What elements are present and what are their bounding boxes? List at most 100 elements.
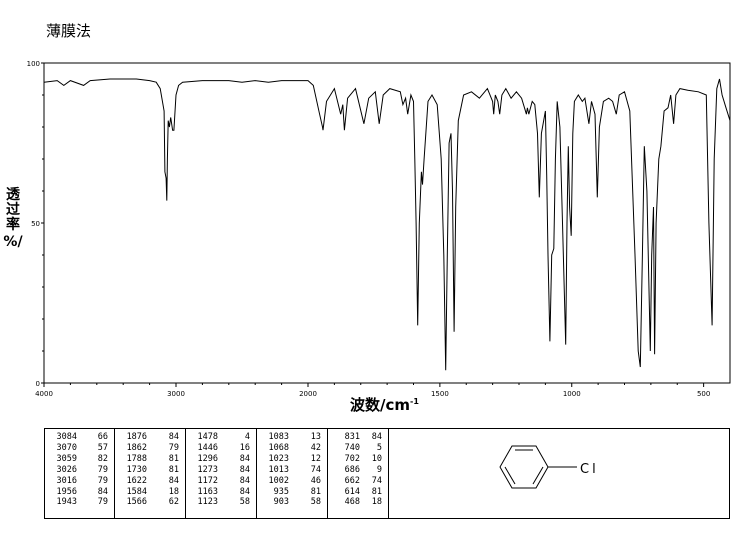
peak-transmittance: 18 — [371, 497, 382, 508]
peak-wavenumber: 702 — [344, 453, 360, 464]
peak-transmittance: 81 — [371, 486, 382, 497]
peak-wavenumber: 1273 — [197, 464, 219, 475]
y-axis-label-char: 透 — [6, 187, 20, 203]
x-axis-label-superscript: -1 — [410, 397, 419, 406]
peak-wavenumber: 903 — [273, 497, 290, 508]
x-tick-label: 500 — [697, 390, 710, 398]
peak-wavenumber: 1123 — [197, 497, 219, 508]
peak-transmittance: 58 — [310, 497, 321, 508]
peak-wavenumber: 3070 — [56, 442, 77, 453]
peak-wavenumber: 1956 — [56, 486, 77, 497]
peak-transmittance: 81 — [168, 453, 180, 464]
peak-wavenumber: 1862 — [126, 442, 148, 453]
peak-table-row: 1788 81 — [119, 454, 183, 465]
peak-transmittance: 13 — [310, 432, 321, 442]
peak-transmittance: 4 — [244, 432, 251, 442]
peak-wavenumber: 1013 — [268, 464, 290, 475]
peak-transmittance: 82 — [97, 453, 109, 464]
peak-table-row: 3059 82 — [49, 454, 112, 465]
peak-wavenumber: 1943 — [56, 497, 77, 508]
peak-transmittance: 84 — [239, 475, 251, 486]
y-axis-label-unit: %/ — [3, 234, 23, 250]
peak-table-row: 1862 79 — [119, 443, 183, 454]
x-tick-label: 4000 — [35, 390, 53, 398]
peak-transmittance: 84 — [371, 432, 382, 442]
x-axis-label: 波数/cm-1 — [350, 394, 419, 415]
peak-table-row: 1023 12 — [261, 454, 325, 465]
peak-transmittance: 81 — [168, 464, 180, 475]
peak-transmittance: 58 — [239, 497, 251, 508]
peak-transmittance: 79 — [97, 475, 109, 486]
y-tick-label: 100 — [27, 60, 40, 68]
peak-wavenumber: 3026 — [56, 464, 77, 475]
chlorine-label: Cl — [580, 462, 599, 477]
peak-wavenumber: 1172 — [197, 475, 219, 486]
peak-table-row: 1876 84 — [119, 432, 183, 443]
peak-transmittance: 74 — [371, 475, 382, 486]
peak-wavenumber: 1446 — [197, 442, 219, 453]
peak-transmittance: 84 — [239, 453, 251, 464]
x-tick-label: 3000 — [167, 390, 185, 398]
peak-table-row: 468 18 — [332, 497, 386, 508]
peak-wavenumber: 1002 — [268, 475, 290, 486]
peak-table-row: 903 58 — [261, 497, 325, 508]
peak-table-row: 702 10 — [332, 454, 386, 465]
aromatic-inner-bond — [504, 466, 516, 485]
peak-table-row: 1566 62 — [119, 497, 183, 508]
page-title: 薄膜法 — [46, 22, 92, 40]
peak-wavenumber: 1068 — [268, 442, 290, 453]
peak-transmittance: 66 — [97, 432, 109, 442]
peak-wavenumber: 1083 — [268, 432, 290, 442]
peak-wavenumber: 662 — [344, 475, 360, 486]
peak-table-row: 1730 81 — [119, 465, 183, 476]
x-axis-label-text: 波数/cm — [350, 396, 411, 414]
peak-table-row: 1943 79 — [49, 497, 112, 508]
peak-wavenumber: 1876 — [126, 432, 148, 442]
chlorobenzene-structure: Cl — [499, 445, 599, 489]
peak-transmittance: 5 — [376, 442, 382, 453]
peak-wavenumber: 831 — [344, 432, 360, 442]
peak-transmittance: 81 — [310, 486, 321, 497]
peak-transmittance: 10 — [371, 453, 382, 464]
peak-table-row: 662 74 — [332, 476, 386, 487]
peak-transmittance: 84 — [168, 432, 180, 442]
peak-wavenumber: 468 — [344, 497, 360, 508]
peak-transmittance: 62 — [168, 497, 180, 508]
peak-wavenumber: 1566 — [126, 497, 148, 508]
peak-wavenumber: 1788 — [126, 453, 148, 464]
y-tick-label: 50 — [31, 220, 40, 228]
x-tick-label: 1500 — [431, 390, 449, 398]
peak-wavenumber: 3059 — [56, 453, 77, 464]
peak-transmittance: 9 — [376, 464, 382, 475]
peak-transmittance: 84 — [168, 475, 180, 486]
peak-wavenumber: 1584 — [126, 486, 148, 497]
y-tick-label: 0 — [36, 380, 40, 388]
peak-wavenumber: 935 — [273, 486, 290, 497]
peak-transmittance: 18 — [168, 486, 180, 497]
peak-wavenumber: 1730 — [126, 464, 148, 475]
peak-transmittance: 12 — [310, 453, 321, 464]
peak-transmittance: 46 — [310, 475, 321, 486]
benzene-ring — [499, 445, 549, 489]
peak-transmittance: 79 — [97, 497, 109, 508]
peak-transmittance: 79 — [97, 464, 109, 475]
peak-transmittance: 79 — [168, 442, 180, 453]
peak-wavenumber: 1023 — [268, 453, 290, 464]
